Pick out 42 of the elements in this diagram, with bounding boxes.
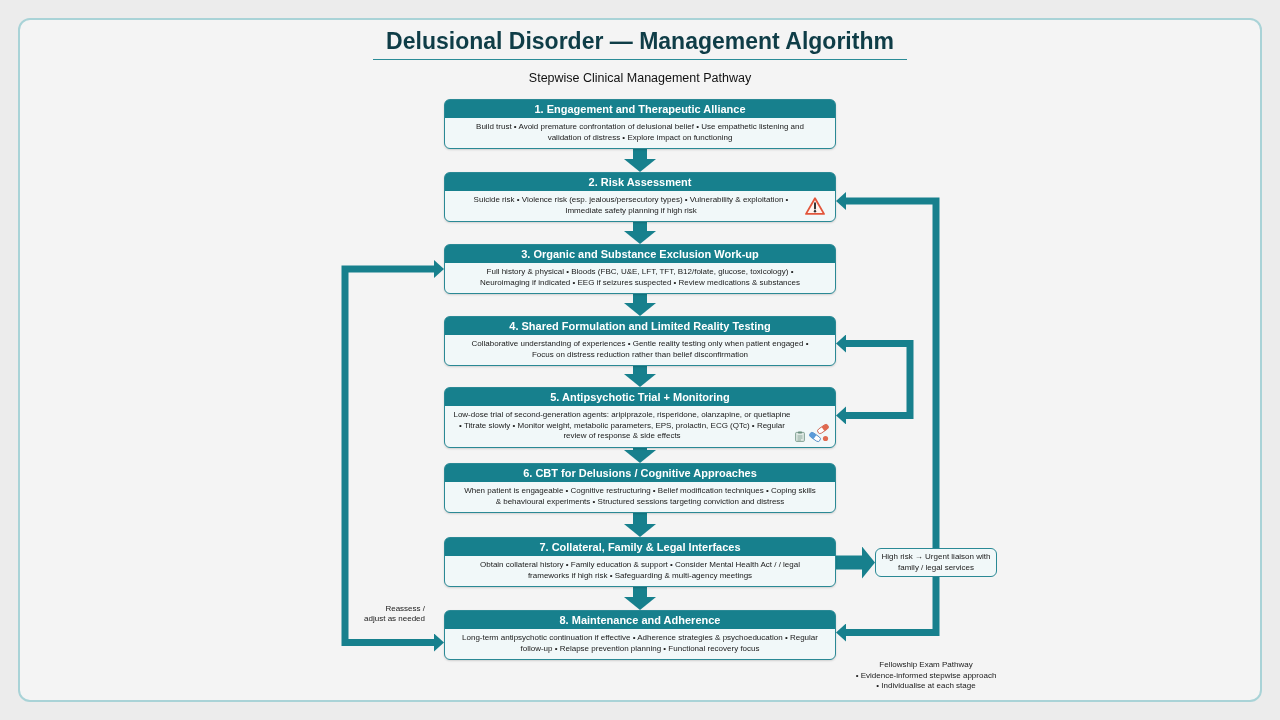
step-description: Long-term antipsychotic continuation if effective • Adherence strategies & psychoeducation • Regular follow-up • Relapse prevention planning • Functional recovery focus [462, 633, 818, 653]
process-box [444, 537, 836, 587]
note-heading: Fellowship Exam Pathway [878, 660, 974, 670]
process-box [444, 387, 836, 448]
note-text: • Individualise at each stage [875, 681, 977, 691]
step-description: Collaborative understanding of experiences • Gentle reality testing only when patient engaged • Focus on distress reduction rather than belief disconfirmation [471, 339, 809, 359]
arrow [624, 294, 656, 316]
process-box [444, 244, 836, 294]
arrow [624, 587, 656, 610]
step-description: Obtain collateral history • Family education & support • Consider Mental Health Act / / legal frameworks if high risk • Safeguarding & multi-agency meetings [480, 560, 800, 580]
note-box: High risk → Urgent liaison with family / legal services [875, 548, 997, 577]
step-description: Full history & physical • Bloods (FBC, U&E, LFT, TFT, B12/folate, glucose, toxicology) • Neuroimaging if indicated • EEG if seizures suspected • Review medications & substances [480, 267, 800, 287]
step-description: Low-dose trial of second-generation agents: aripiprazole, risperidone, olanzapine, or quetiapine • Titrate slowly • Monitor weight, metabolic parameters, EPS, prolactin, ECG (QTc) • Regular review of response & side effects [453, 410, 791, 440]
arrow [624, 149, 656, 172]
arrow [624, 447, 656, 463]
step-heading: 3. Organic and Substance Exclusion Work-up [445, 245, 835, 263]
arrow [836, 192, 940, 548]
diagram-title: Delusional Disorder — Management Algorithm [373, 27, 907, 60]
subtitle: Stepwise Clinical Management Pathway [527, 71, 753, 86]
arrow [624, 366, 656, 387]
process-box [444, 610, 836, 660]
note-text: • Evidence-informed stepwise approach [854, 670, 998, 681]
step-heading: 6. CBT for Delusions / Cognitive Approaches [445, 464, 835, 482]
step-heading: 5. Antipsychotic Trial + Monitoring [445, 388, 835, 406]
process-box [444, 316, 836, 366]
step-description: When patient is engageable • Cognitive restructuring • Belief modification techniques • Coping skills & behavioural experiments • Structured sessions targeting conviction and distress [464, 486, 816, 506]
step-heading: 7. Collateral, Family & Legal Interfaces [445, 538, 835, 556]
step-description: Build trust • Avoid premature confrontation of delusional belief • Use empathetic listening and validation of distress • Explore impact on functioning [476, 122, 804, 142]
step-heading: 4. Shared Formulation and Limited Reality Testing [445, 317, 835, 335]
arrow [624, 222, 656, 244]
arrow [836, 334, 914, 425]
process-box [444, 99, 836, 149]
arrow [341, 260, 444, 652]
arrow [624, 513, 656, 537]
process-box [444, 172, 836, 222]
step-heading: 1. Engagement and Therapeutic Alliance [445, 100, 835, 118]
step-heading: 2. Risk Assessment [445, 173, 835, 191]
arrow [836, 546, 875, 579]
step-heading: 8. Maintenance and Adherence [445, 611, 835, 629]
process-box [444, 463, 836, 513]
step-description: Suicide risk • Violence risk (esp. jealous/persecutory types) • Vulnerability & exploitation • Immediate safety planning if high risk [473, 195, 789, 215]
arrow [836, 577, 940, 642]
